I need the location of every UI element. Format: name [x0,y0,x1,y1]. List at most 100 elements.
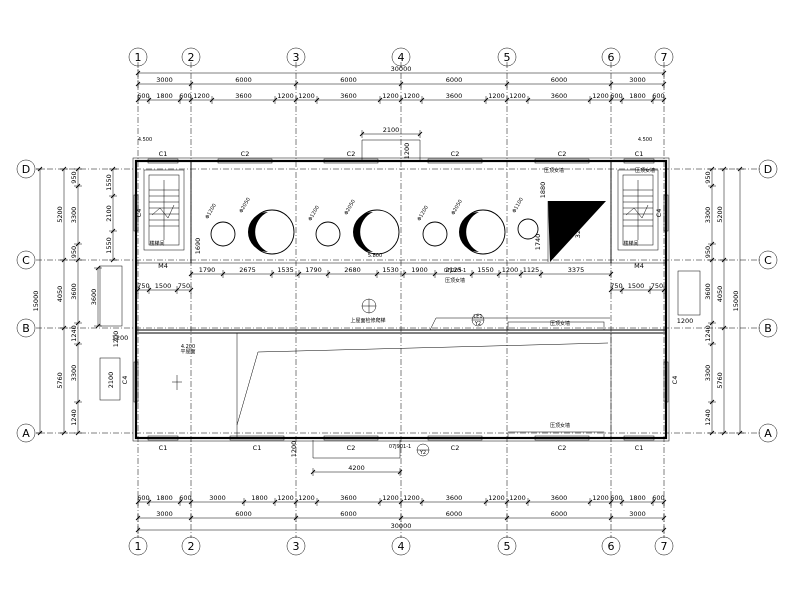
right-bay-dims-text-2: 5760 [716,372,724,389]
circle-opening-5 [422,221,448,247]
interior-row-dims-text-11: 3375 [568,266,585,274]
interior-row-dims-text-3: 1790 [305,266,322,274]
top-total-dim-text-0: 30000 [391,65,412,73]
stair-right-dims-text-0: 750 [610,282,622,290]
axis-bubble-top-6: 6 [601,47,621,67]
bottom-detail-dims-text-8: 1200 [382,494,399,502]
bottom-detail-dims-text-15: 600 [610,494,622,502]
axis-bubble-top-7-label: 7 [661,51,668,64]
circle-label-3: Φ2050 [343,199,357,216]
door-label-1: M4 [634,262,644,270]
left-total-dim: 15000 [32,166,44,436]
interior-row-dims-text-9: 1200 [502,266,519,274]
top-detail-dims-text-9: 1200 [403,92,420,100]
axis-bubble-right-D: D [758,159,778,179]
left-corridor-dim: 3600 [90,265,102,329]
note-label-4: 上屋面检修爬梯 [350,317,385,324]
left-inner-2100: 2100 [107,372,115,389]
window-label-side-1: C4 [121,376,129,385]
right-detail-dims-text-3: 3600 [704,283,712,300]
left-detail-dims-text-2: 950 [70,246,78,258]
axis-bubble-bottom-3: 3 [286,536,306,556]
interior-row-dims-text-0: 1790 [199,266,216,274]
callout-mid-sub: Y2 [474,321,481,327]
note-label-1: 压顶女墙 [550,320,570,327]
window-label-top-1: C2 [241,150,250,158]
axis-bubble-top-1-label: 1 [135,51,142,64]
level-label-3: 5.800 [368,253,382,259]
bottom-bay-dims-text-2: 6000 [340,510,357,518]
top-window-dim: 2100 [359,126,423,138]
right-1200-label: 1200 [677,317,694,325]
axis-bubble-right-B-label: B [764,322,772,335]
bottom-detail-dims-text-2: 600 [179,494,191,502]
top-detail-dims-text-12: 1200 [509,92,526,100]
axis-bubble-top-6-label: 6 [608,51,615,64]
left-inner-dims-text-0: 1550 [105,174,113,191]
left-detail-dims-text-4: 1240 [70,325,78,342]
axis-bubble-left-D-label: D [22,163,30,176]
top-detail-dims-text-14: 1200 [592,92,609,100]
axis-bubble-bottom-7-label: 7 [661,540,668,553]
window-label-bottom-1: C1 [253,444,262,452]
axis-bubble-right-D-label: D [764,163,772,176]
callout-top: 07J203-1 [444,268,466,274]
symbols [172,298,485,457]
axis-bubble-left-B-label: B [22,322,30,335]
callout-bottom-sub: Y2 [419,450,426,456]
window-label-bottom-4: C2 [558,444,567,452]
interior-row-dims-text-8: 1550 [477,266,494,274]
bottom-detail-dims-text-4: 1800 [251,494,268,502]
axis-bubble-top-4-label: 4 [398,51,405,64]
stair-right [617,169,659,251]
bottom-detail-dims-text-10: 3600 [446,494,463,502]
left-inner-1200: 1200 [112,331,120,348]
left-inner-dims-text-1: 2100 [105,205,113,222]
bottom-bay-dims-text-1: 6000 [235,510,252,518]
right-detail-dims-text-0: 950 [704,171,712,183]
axis-bubble-left-A-label: A [22,427,30,440]
top-bay-dims-text-3: 6000 [446,76,463,84]
circle-label-2: Φ1200 [307,205,321,222]
door-label-0: M4 [158,262,168,270]
right-detail-dims-text-2: 950 [704,246,712,258]
top-detail-dims-text-6: 1200 [298,92,315,100]
circle-label-1: Φ2050 [238,197,252,214]
top-detail-dims-text-16: 1800 [629,92,646,100]
axis-bubble-left-D: D [16,159,36,179]
bottom-detail-dims-text-6: 1200 [298,494,315,502]
left-detail-dims-text-5: 3300 [70,365,78,382]
window-label-side-0: C4 [135,209,143,218]
note-label-2: 压顶女墙 [550,422,570,429]
note-label-8: 压顶女墙 [445,277,465,284]
axis-bubble-bottom-3-label: 3 [293,540,300,553]
left-corridor-dim-text-0: 3600 [90,289,98,306]
bottom-total-dim-text-0: 30000 [391,522,412,530]
left-bay-dims-text-0: 5200 [56,206,64,223]
window-label-bottom-5: C1 [635,444,644,452]
right-detail-dims-text-5: 3300 [704,365,712,382]
circle-opening-7 [517,218,539,240]
right-bay-dims-text-1: 4050 [716,286,724,303]
note-label-7: 楼梯间 [623,240,638,247]
bottom-detail-dims-text-13: 3600 [551,494,568,502]
top-detail-dims-text-2: 600 [179,92,191,100]
interior-row-dims-text-6: 1900 [411,266,428,274]
bottom-total-dim: 30000 [135,522,667,534]
top-bay-dims-text-1: 6000 [235,76,252,84]
top-detail-dims-text-11: 1200 [488,92,505,100]
circular-openings [210,209,539,255]
level-label-0: 4.500 [138,137,152,143]
right-detail-dims-text-4: 1240 [704,325,712,342]
interior-row-dims-text-4: 2680 [344,266,361,274]
top-detail-dims-text-8: 1200 [382,92,399,100]
